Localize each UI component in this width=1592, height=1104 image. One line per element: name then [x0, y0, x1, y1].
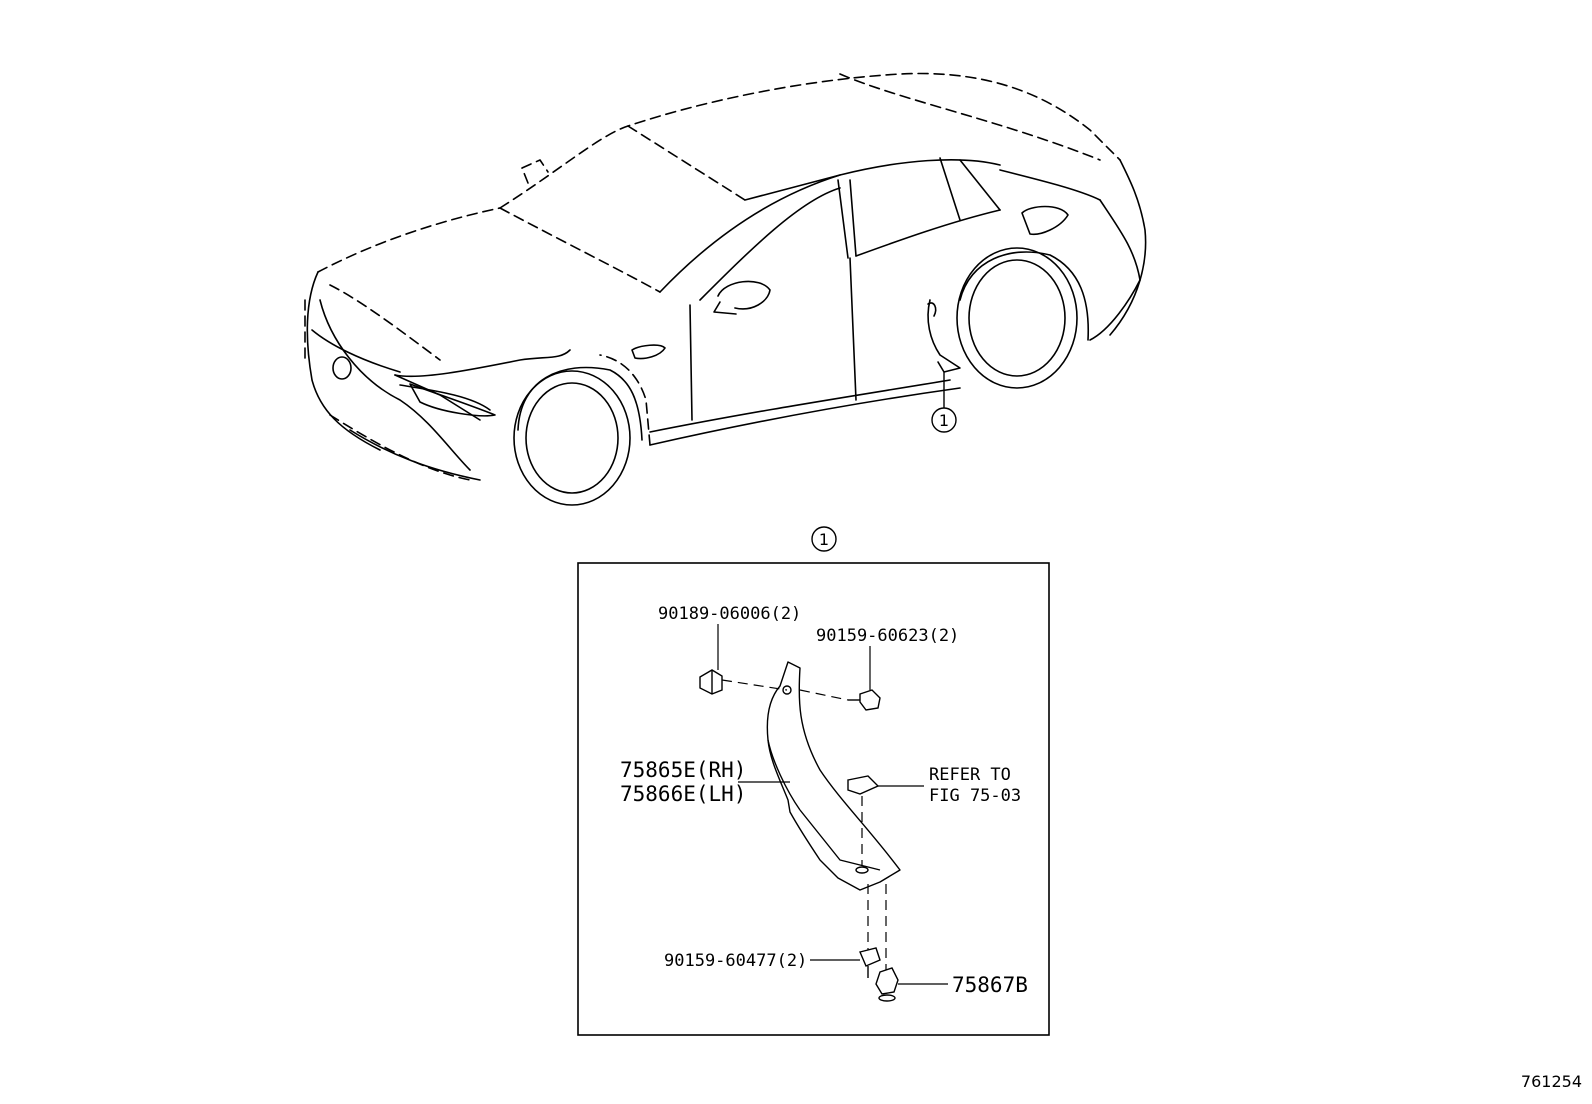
part-label-mudguard-lh: 75866E(LH) — [620, 782, 746, 806]
clip-top-icon — [699, 669, 723, 695]
clip-bottom-icon — [875, 967, 899, 1002]
detail-callout-circle — [811, 526, 837, 552]
figure-id: 761254 — [1521, 1072, 1582, 1091]
car-callout: 1 — [931, 372, 957, 433]
part-label-mudguard-rh: 75865E(RH) — [620, 758, 746, 782]
detail-callout-number: 1 — [819, 530, 829, 549]
screw-bottom-icon — [859, 947, 881, 978]
nut-icon — [847, 775, 880, 795]
mudguard-part — [766, 661, 901, 891]
refer-line-2: FIG 75-03 — [929, 786, 1021, 806]
detail-callout: 1 — [811, 526, 837, 552]
callout-number: 1 — [939, 411, 949, 430]
part-label-clip-top: 90189-06006(2) — [658, 604, 801, 624]
part-label-clip-bottom: 75867B — [952, 973, 1028, 997]
car-illustration — [304, 72, 1147, 506]
refer-line-1: REFER TO — [929, 765, 1011, 785]
detail-box — [577, 562, 1050, 1036]
part-label-screw-top: 90159-60623(2) — [816, 626, 959, 646]
callout-circle — [931, 407, 957, 433]
part-label-screw-bottom: 90159-60477(2) — [664, 951, 807, 971]
screw-top-icon — [848, 689, 881, 711]
